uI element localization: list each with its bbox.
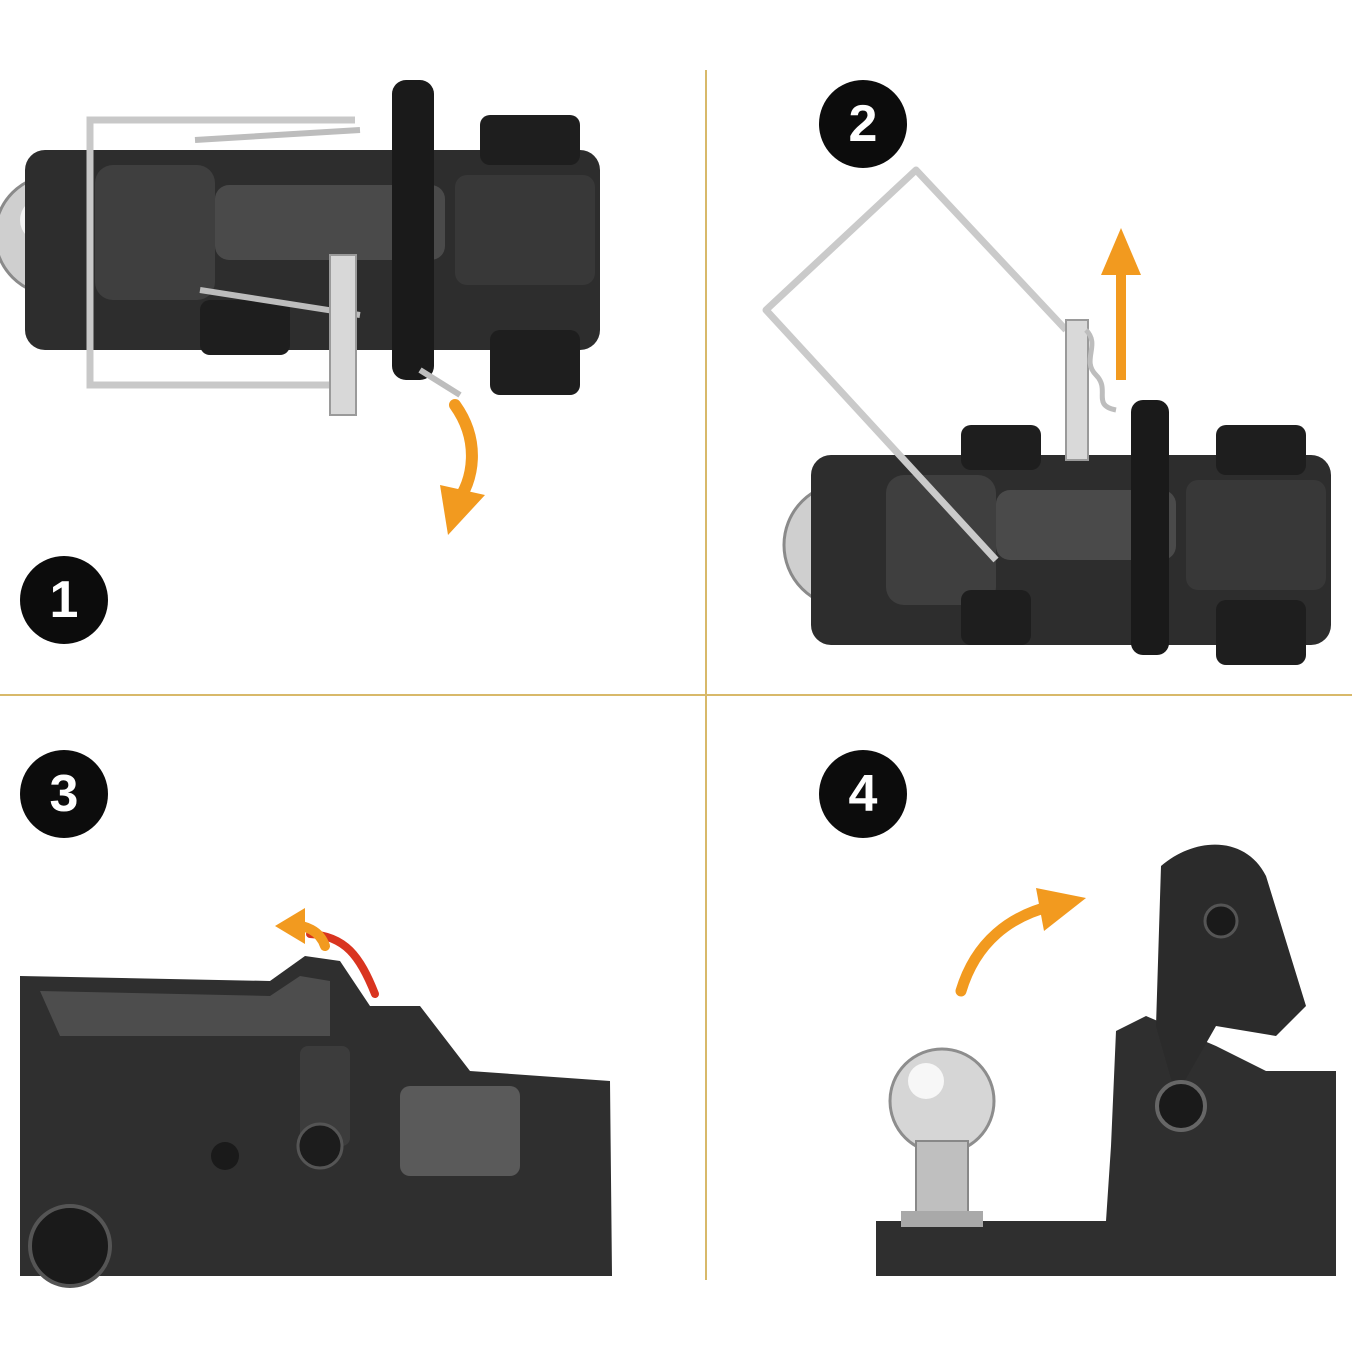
horizontal-divider [0,694,1352,696]
vertical-divider [705,70,707,1280]
step-number-badge: 4 [819,750,907,838]
step-4-panel: 4 [676,676,1352,1352]
step-number-badge: 1 [20,556,108,644]
step-4-hitch-ball-illustration [876,844,1336,1276]
step-3-panel: 3 [0,676,676,1352]
step-1-coupler-illustration [0,80,600,535]
step-2-panel: 2 [676,0,1352,676]
curved-up-right-arrow-icon [955,900,1057,997]
step-2-coupler-illustration [762,166,1331,665]
step-number-badge: 3 [20,750,108,838]
step-3-latch-illustration [20,908,612,1288]
step-number-badge: 2 [819,80,907,168]
step-1-panel: 1 [0,0,676,676]
